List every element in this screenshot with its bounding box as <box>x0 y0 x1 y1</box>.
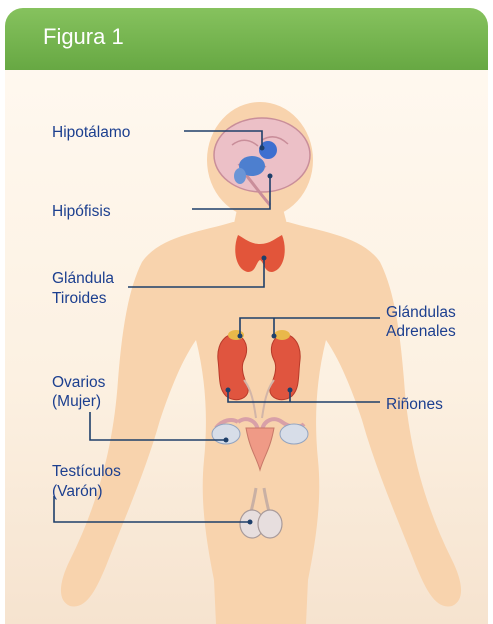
label-adrenales-line1: Glándulas <box>386 304 456 322</box>
label-ovarios-line1: Ovarios <box>52 374 105 392</box>
label-tiroides-line1: Glándula <box>52 270 114 288</box>
label-testiculos-line2: (Varón) <box>52 483 103 501</box>
label-testiculos-line1: Testículos <box>52 463 121 481</box>
label-ovarios-line2: (Mujer) <box>52 393 101 411</box>
label-tiroides-line2: Tiroides <box>52 290 107 308</box>
label-adrenales-line2: Adrenales <box>386 323 456 341</box>
label-hipotalamo: Hipotálamo <box>52 124 130 142</box>
label-rinones: Riñones <box>386 396 443 414</box>
label-hipofisis: Hipófisis <box>52 203 111 221</box>
